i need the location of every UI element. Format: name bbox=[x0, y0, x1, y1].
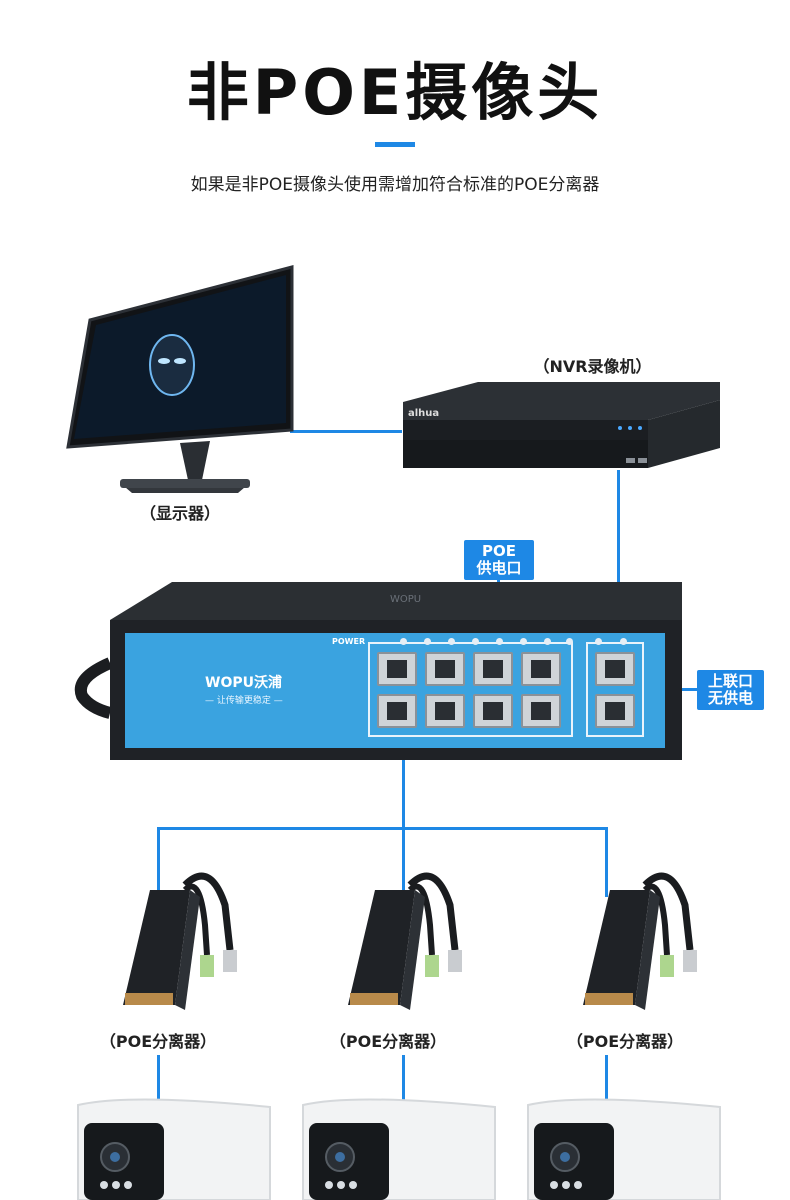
poe-port-1 bbox=[377, 652, 417, 686]
nvr-illustration bbox=[403, 382, 720, 468]
switch-brand-logo: WOPU沃浦 bbox=[205, 675, 282, 691]
camera-left-illustration bbox=[77, 1098, 271, 1200]
power-label: POWER bbox=[332, 637, 366, 646]
poe-port-5 bbox=[377, 694, 417, 728]
switch-slogan: — 让传输更稳定 — bbox=[205, 696, 283, 706]
drop-right bbox=[605, 827, 608, 897]
camera-right-illustration bbox=[527, 1098, 721, 1200]
svg-text:WOPU: WOPU bbox=[390, 594, 421, 605]
splitter-caption-center: （POE分离器） bbox=[329, 1032, 447, 1051]
nvr-switch-cable bbox=[617, 470, 620, 645]
monitor-nvr-cable bbox=[290, 430, 402, 433]
nvr-brand-logo: alhua bbox=[408, 408, 440, 419]
page-title: 非POE摄像头 bbox=[186, 56, 604, 129]
drop-left bbox=[157, 827, 160, 897]
port-led bbox=[520, 638, 527, 645]
poe-port-4 bbox=[521, 652, 561, 686]
uplink-port-2 bbox=[595, 694, 635, 728]
port-led bbox=[496, 638, 503, 645]
port-led bbox=[566, 638, 573, 645]
nvr-caption: （NVR录像机） bbox=[533, 357, 652, 376]
poe-port-8 bbox=[521, 694, 561, 728]
camera-cable-right bbox=[605, 1055, 608, 1100]
port-led bbox=[544, 638, 551, 645]
poe-port-2 bbox=[425, 652, 465, 686]
uplink-port-tag: 上联口 无供电 bbox=[697, 670, 764, 710]
uplink-port-1 bbox=[595, 652, 635, 686]
switch-down-cable bbox=[402, 740, 405, 828]
poe-port-3 bbox=[473, 652, 513, 686]
poe-splitter-center-illustration bbox=[348, 872, 462, 1010]
port-led bbox=[620, 638, 627, 645]
camera-cable-left bbox=[157, 1055, 160, 1100]
poe-port-group bbox=[368, 642, 573, 737]
page-subtitle: 如果是非POE摄像头使用需增加符合标准的POE分离器 bbox=[190, 175, 600, 195]
splitter-caption-right: （POE分离器） bbox=[566, 1032, 684, 1051]
splitter-caption-left: （POE分离器） bbox=[99, 1032, 217, 1051]
port-led bbox=[400, 638, 407, 645]
port-led bbox=[448, 638, 455, 645]
camera-cable-center bbox=[402, 1055, 405, 1100]
title-underline bbox=[375, 142, 415, 147]
poe-port-6 bbox=[425, 694, 465, 728]
port-led bbox=[472, 638, 479, 645]
monitor-caption: （显示器） bbox=[139, 504, 220, 523]
poe-splitter-left-illustration bbox=[123, 872, 237, 1010]
poe-port-tag: POE 供电口 bbox=[464, 540, 534, 580]
monitor-illustration bbox=[66, 265, 294, 493]
distribution-bus bbox=[157, 827, 608, 830]
port-led bbox=[595, 638, 602, 645]
poe-splitter-right-illustration bbox=[583, 872, 697, 1010]
camera-center-illustration bbox=[302, 1098, 496, 1200]
port-led bbox=[424, 638, 431, 645]
poe-port-7 bbox=[473, 694, 513, 728]
uplink-port-group bbox=[586, 642, 644, 737]
drop-center bbox=[402, 827, 405, 897]
